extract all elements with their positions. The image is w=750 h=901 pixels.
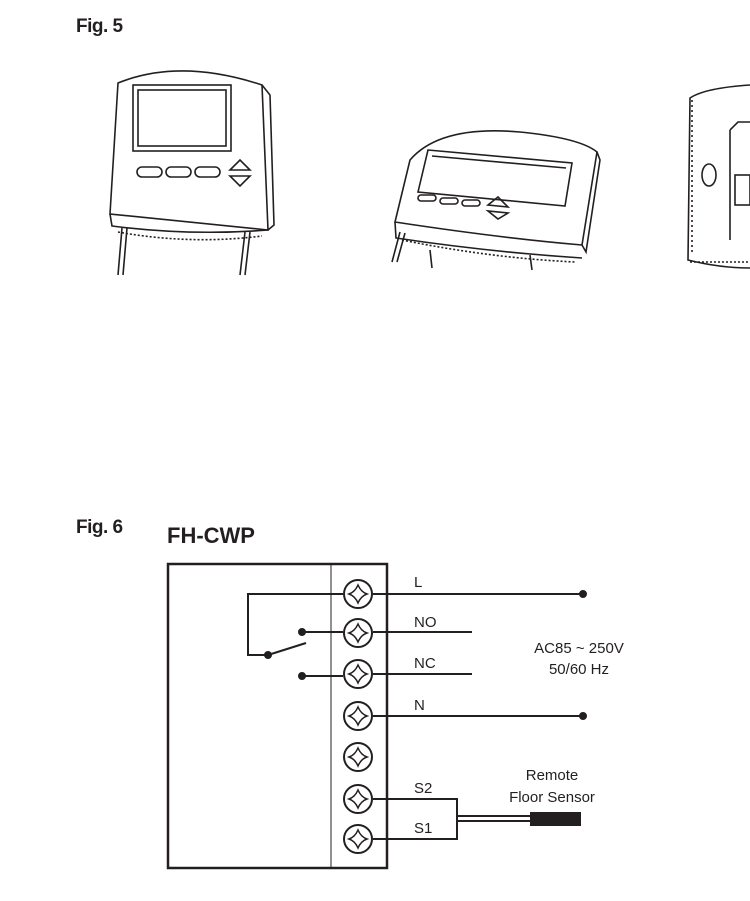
terminal-screw-icon	[343, 824, 373, 854]
thermostat-front-view	[109, 70, 275, 276]
terminal-screw-icon	[343, 659, 373, 689]
terminal-label-no: NO	[414, 614, 437, 631]
terminal-label-s2: S2	[414, 780, 432, 797]
fig6-label: Fig. 6	[76, 517, 123, 538]
sensor-label-line2: Floor Sensor	[509, 789, 595, 806]
thermostat-angled-view	[391, 130, 601, 271]
terminal-label-nc: NC	[414, 655, 436, 672]
terminal-screw-icon	[343, 742, 373, 772]
terminal-screw-icon	[343, 784, 373, 814]
thermostat-back-view	[687, 84, 750, 269]
model-title: FH-CWP	[167, 523, 255, 548]
sensor-wires	[373, 798, 530, 840]
supply-frequency-label: 50/60 Hz	[549, 661, 609, 678]
terminal-label-s1: S1	[414, 820, 432, 837]
sensor-label-line1: Remote	[526, 767, 579, 784]
terminal-screw-icon	[343, 618, 373, 648]
wire-l-end	[579, 590, 587, 598]
wire-n-end	[579, 712, 587, 720]
terminal-screws	[343, 579, 373, 854]
terminal-label-n: N	[414, 697, 425, 714]
fig5-label: Fig. 5	[76, 16, 123, 37]
floor-sensor-probe	[530, 812, 581, 826]
supply-voltage-label: AC85 ~ 250V	[534, 640, 624, 657]
terminal-label-l: L	[414, 574, 422, 591]
terminal-screw-icon	[343, 579, 373, 609]
terminal-screw-icon	[343, 701, 373, 731]
relay-switch	[247, 593, 343, 680]
